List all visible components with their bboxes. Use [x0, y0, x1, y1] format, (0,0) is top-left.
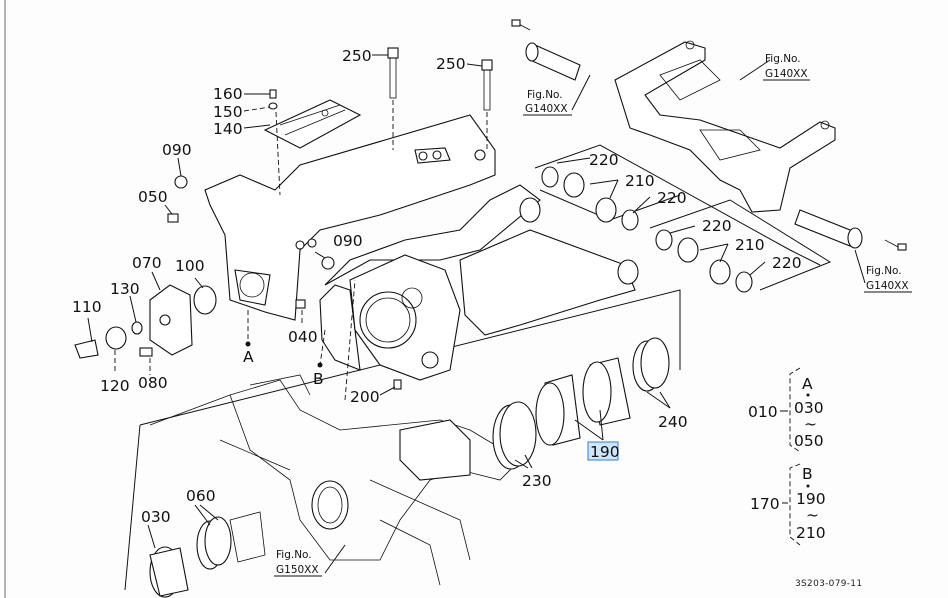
part-label-250[interactable]: 250 [436, 55, 466, 73]
marker-b-label: B [313, 370, 324, 388]
part-label-220[interactable]: 220 [772, 254, 802, 272]
marker-a-label: A [243, 348, 254, 366]
part-label-090[interactable]: 090 [162, 141, 192, 159]
figure-references: Fig.No. G140XX Fig.No. G140XX Fig.No. G1… [274, 53, 912, 577]
part-label-090[interactable]: 090 [333, 232, 363, 250]
part-label-220[interactable]: 220 [589, 151, 619, 169]
fig-ref-line1: Fig.No. [276, 549, 312, 561]
part-label-110[interactable]: 110 [72, 298, 102, 316]
fig-ref-line1: Fig.No. [866, 265, 902, 277]
part-label-060[interactable]: 060 [186, 487, 216, 505]
assembly-group-010[interactable]: 010 A 030 ~ 050 [748, 367, 824, 453]
front-axle-bracket-drawing [511, 19, 907, 251]
part-callouts: 250 250 160 150 140 090 050 090 070 100 … [72, 47, 802, 526]
leader-lines [87, 54, 866, 574]
fig-ref-line2: G140XX [765, 68, 808, 80]
axle-housing-drawing [149, 374, 521, 586]
part-label-080[interactable]: 080 [138, 374, 168, 392]
part-label-070[interactable]: 070 [132, 254, 162, 272]
assembly-range-sep: ~ [806, 506, 819, 524]
fig-ref-g150xx-bottom[interactable]: Fig.No. G150XX [274, 549, 322, 577]
part-label-250[interactable]: 250 [342, 47, 372, 65]
part-label-190-highlighted[interactable]: 190 [590, 443, 620, 461]
bushing-parts-drawing [149, 337, 670, 598]
assembly-boundary-lines [124, 144, 832, 591]
part-label-140[interactable]: 140 [213, 120, 243, 138]
highlight-box [587, 441, 619, 461]
part-label-120[interactable]: 120 [100, 377, 130, 395]
fig-ref-line2: G140XX [525, 103, 568, 115]
fig-ref-line2: G140XX [866, 280, 909, 292]
front-frame-drawing [204, 99, 496, 321]
part-label-210[interactable]: 210 [625, 172, 655, 190]
small-parts-drawing [74, 47, 753, 390]
fig-ref-line1: Fig.No. [527, 89, 563, 101]
assembly-range-end: 210 [796, 524, 826, 542]
assembly-range-start: 190 [796, 490, 826, 508]
fig-ref-g140xx-top-right[interactable]: Fig.No. G140XX [763, 53, 810, 81]
fig-ref-g140xx-right[interactable]: Fig.No. G140XX [864, 265, 912, 293]
marker-a-dot [245, 341, 251, 347]
part-label-100[interactable]: 100 [175, 257, 205, 275]
part-label-230[interactable]: 230 [522, 472, 552, 490]
part-label-220[interactable]: 220 [702, 217, 732, 235]
assembly-range-end: 050 [794, 432, 824, 450]
drawing-code: 3S203-079-11 [795, 579, 862, 589]
assembly-number: 170 [750, 495, 780, 513]
part-label-160[interactable]: 160 [213, 85, 243, 103]
pivot-bracket-drawing [319, 184, 639, 381]
assembly-marker: B [802, 465, 813, 483]
fig-ref-g140xx-top-left[interactable]: Fig.No. G140XX [523, 89, 572, 116]
part-label-030[interactable]: 030 [141, 508, 171, 526]
part-label-200[interactable]: 200 [350, 388, 380, 406]
assembly-range-sep: ~ [804, 415, 817, 433]
assembly-number: 010 [748, 403, 778, 421]
part-label-150[interactable]: 150 [213, 103, 243, 121]
viewer-left-border [4, 0, 6, 598]
fig-ref-line1: Fig.No. [765, 53, 801, 65]
assembly-group-170[interactable]: 170 B 190 ~ 210 [750, 463, 826, 546]
part-label-050[interactable]: 050 [138, 188, 168, 206]
part-label-240[interactable]: 240 [658, 413, 688, 431]
assembly-range-start: 030 [794, 399, 824, 417]
marker-b-dot [317, 362, 323, 368]
part-label-130[interactable]: 130 [110, 280, 140, 298]
part-label-220[interactable]: 220 [657, 189, 687, 207]
part-label-210[interactable]: 210 [735, 236, 765, 254]
part-label-040[interactable]: 040 [288, 328, 318, 346]
fig-ref-line2: G150XX [276, 564, 319, 576]
assembly-marker: A [802, 375, 813, 393]
